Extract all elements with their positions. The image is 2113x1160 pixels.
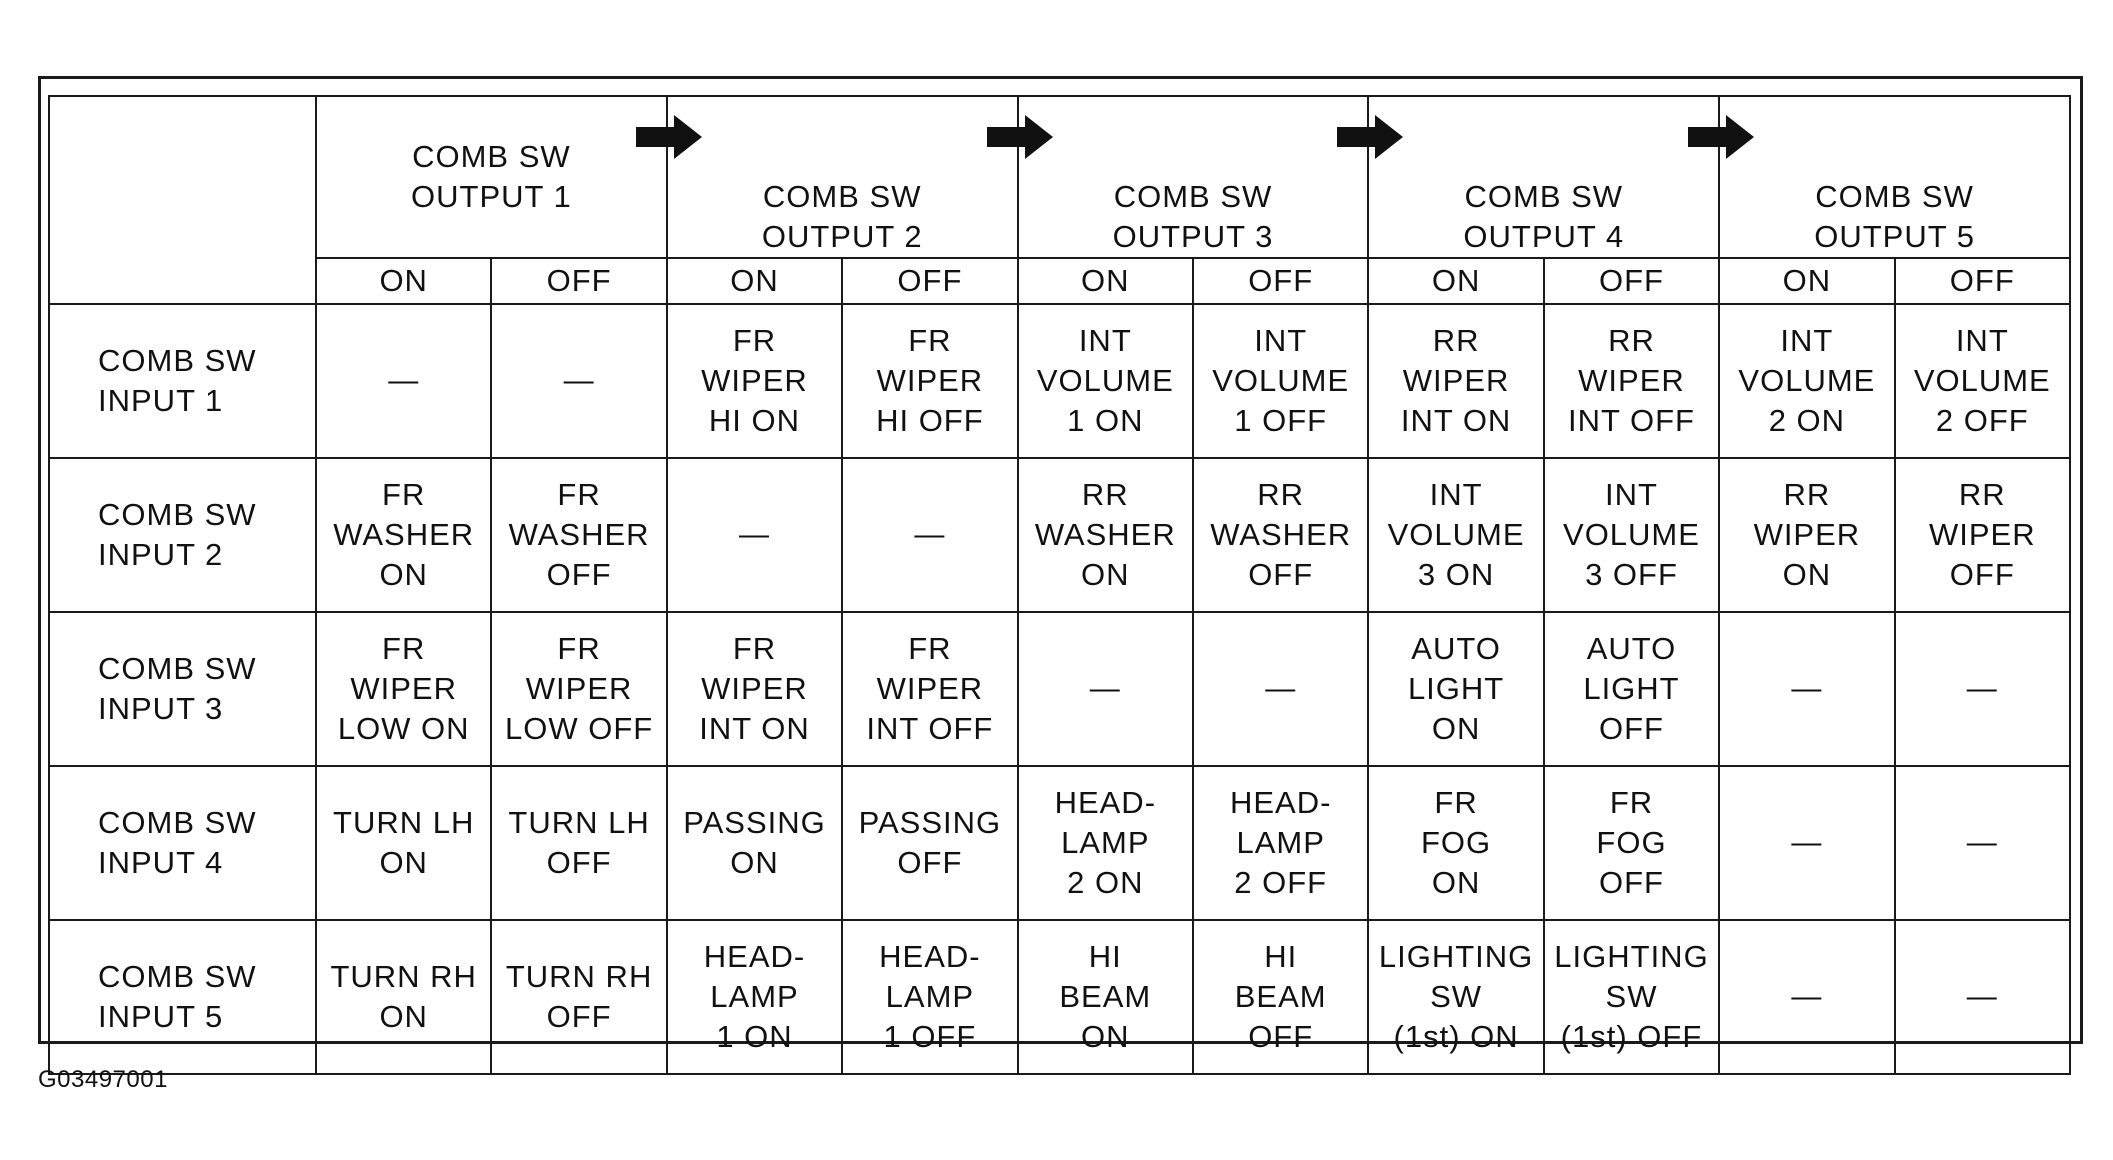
cell: AUTO LIGHT OFF [1542, 611, 1721, 767]
cell: PASSING ON [665, 765, 844, 921]
cell: HI BEAM OFF [1191, 919, 1370, 1075]
cell: INT VOLUME 3 OFF [1542, 457, 1721, 613]
input-row-3: COMB SW INPUT 3 FR WIPER LOW ON FR WIPER… [48, 611, 2071, 767]
cell: FR WIPER INT OFF [841, 611, 1019, 767]
cell: HI BEAM ON [1016, 919, 1194, 1075]
state-on-2: ON [665, 257, 844, 305]
state-on-5: ON [1718, 257, 1896, 305]
cell: — [1893, 765, 2071, 921]
row-header-input-1: COMB SW INPUT 1 [48, 303, 317, 459]
state-on-1: ON [314, 257, 493, 305]
state-off-2: OFF [841, 257, 1019, 305]
output-label: COMB SW OUTPUT 1 [411, 139, 572, 214]
state-on-3: ON [1016, 257, 1194, 305]
cell: — [314, 303, 493, 459]
input-row-4: COMB SW INPUT 4 TURN LH ON TURN LH OFF P… [48, 765, 2071, 921]
cell: TURN LH OFF [490, 765, 668, 921]
right-arrow-icon [1688, 115, 1755, 159]
cell: LIGHTING SW (1st) OFF [1542, 919, 1721, 1075]
cell: HEAD- LAMP 2 ON [1016, 765, 1194, 921]
cell: FR WIPER HI ON [665, 303, 844, 459]
output-header-4: COMB SW OUTPUT 4 [1337, 95, 1721, 259]
cell: — [665, 457, 844, 613]
cell: PASSING OFF [841, 765, 1019, 921]
row-header-input-5: COMB SW INPUT 5 [48, 919, 317, 1075]
cell: — [1016, 611, 1194, 767]
cell: — [1893, 919, 2071, 1075]
state-off-3: OFF [1191, 257, 1370, 305]
cell: HEAD- LAMP 1 OFF [841, 919, 1019, 1075]
cell: INT VOLUME 2 ON [1718, 303, 1896, 459]
cell: — [490, 303, 668, 459]
output-label: COMB SW OUTPUT 4 [1463, 179, 1625, 254]
row-header-input-3: COMB SW INPUT 3 [48, 611, 317, 767]
output-label: COMB SW OUTPUT 2 [761, 179, 923, 254]
cell: — [1718, 611, 1896, 767]
cell: INT VOLUME 1 ON [1016, 303, 1194, 459]
row-header-input-4: COMB SW INPUT 4 [48, 765, 317, 921]
cell: RR WIPER OFF [1893, 457, 2071, 613]
corner-cell [48, 95, 317, 305]
figure-id-label: G03497001 [38, 1066, 168, 1093]
switch-matrix-table: COMB SW OUTPUT 1 COMB SW OUTPUT 2 COMB S… [48, 95, 2071, 1075]
output-header-row: COMB SW OUTPUT 1 COMB SW OUTPUT 2 COMB S… [48, 95, 2071, 305]
output-label: COMB SW OUTPUT 5 [1814, 179, 1975, 254]
right-arrow-icon [635, 115, 702, 159]
cell: — [1718, 919, 1896, 1075]
cell: — [841, 457, 1019, 613]
state-header-row: ON OFF ON OFF ON OFF ON OFF ON OFF [49, 257, 2071, 305]
cell: INT VOLUME 2 OFF [1893, 303, 2071, 459]
output-header-5: COMB SW OUTPUT 5 [1688, 95, 2071, 259]
output-header-1: COMB SW OUTPUT 1 [315, 95, 668, 259]
right-arrow-icon [986, 115, 1053, 159]
state-on-4: ON [1367, 257, 1545, 305]
cell: INT VOLUME 1 OFF [1191, 303, 1370, 459]
cell: FR WIPER HI OFF [841, 303, 1019, 459]
state-off-4: OFF [1542, 257, 1721, 305]
cell: HEAD- LAMP 2 OFF [1191, 765, 1370, 921]
cell: HEAD- LAMP 1 ON [665, 919, 844, 1075]
cell: RR WASHER ON [1016, 457, 1194, 613]
output-header-2: COMB SW OUTPUT 2 [635, 95, 1019, 259]
cell: FR WIPER INT ON [665, 611, 844, 767]
cell: RR WIPER INT ON [1367, 303, 1545, 459]
cell: RR WIPER INT OFF [1542, 303, 1721, 459]
output-header-3: COMB SW OUTPUT 3 [986, 95, 1370, 259]
cell: FR FOG OFF [1542, 765, 1721, 921]
output-label: COMB SW OUTPUT 3 [1112, 179, 1274, 254]
cell: FR WASHER OFF [490, 457, 668, 613]
cell: FR WIPER LOW OFF [490, 611, 668, 767]
cell: FR WIPER LOW ON [314, 611, 493, 767]
cell: RR WIPER ON [1718, 457, 1896, 613]
state-off-1: OFF [490, 257, 668, 305]
cell: — [1191, 611, 1370, 767]
cell: TURN LH ON [314, 765, 493, 921]
cell: FR FOG ON [1367, 765, 1545, 921]
cell: LIGHTING SW (1st) ON [1367, 919, 1545, 1075]
cell: TURN RH ON [314, 919, 493, 1075]
cell: AUTO LIGHT ON [1367, 611, 1545, 767]
input-row-2: COMB SW INPUT 2 FR WASHER ON FR WASHER O… [48, 457, 2071, 613]
right-arrow-icon [1337, 115, 1404, 159]
cell: — [1718, 765, 1896, 921]
cell: INT VOLUME 3 ON [1367, 457, 1545, 613]
cell: FR WASHER ON [314, 457, 493, 613]
state-off-5: OFF [1893, 257, 2071, 305]
input-row-5: COMB SW INPUT 5 TURN RH ON TURN RH OFF H… [48, 919, 2071, 1075]
cell: — [1893, 611, 2071, 767]
cell: RR WASHER OFF [1191, 457, 1370, 613]
row-header-input-2: COMB SW INPUT 2 [48, 457, 317, 613]
cell: TURN RH OFF [490, 919, 668, 1075]
input-row-1: COMB SW INPUT 1 — — FR WIPER HI ON FR WI… [48, 303, 2071, 459]
